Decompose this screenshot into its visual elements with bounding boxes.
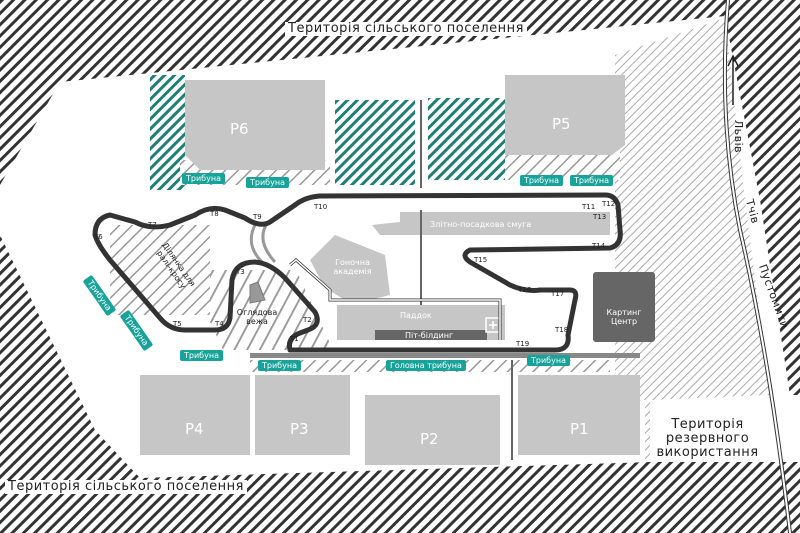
parking-p2	[365, 395, 500, 465]
parking-p3-label: P3	[290, 420, 309, 438]
turn-label: T15	[474, 256, 488, 264]
pit-building	[375, 330, 487, 340]
reserve-hatch	[615, 18, 770, 460]
turn-label: T13	[593, 213, 607, 221]
parking-p5-label: P5	[552, 115, 571, 133]
road-label-lviv: Львів	[732, 119, 746, 154]
parking-p5	[505, 75, 625, 155]
green-zone	[428, 98, 513, 180]
territory-reserve-label: Територія резервного використання	[652, 418, 763, 460]
racing-academy	[310, 235, 390, 300]
territory-top-label: Територія сільського поселення	[285, 22, 527, 36]
stand-label: Трибуна	[182, 173, 225, 184]
race-track	[92, 192, 623, 353]
turn-label: T1	[290, 335, 299, 343]
parking-p4-label: P4	[185, 420, 204, 438]
karting-center	[593, 272, 655, 342]
stand-label: Трибуна	[527, 355, 570, 366]
turn-label: T16	[518, 286, 532, 294]
stand-label: Трибуна	[258, 360, 301, 371]
turn-label: T19	[516, 340, 530, 348]
parking-p1	[518, 375, 640, 455]
parking-p4	[140, 375, 250, 455]
parking-p2-label: P2	[420, 430, 439, 448]
stand-label: Трибуна	[520, 175, 563, 186]
territory-bottom-label: Територія сільського поселення	[5, 480, 247, 494]
turn-label: T14	[592, 242, 606, 250]
turn-label: T18	[555, 326, 569, 334]
turn-label: T10	[314, 203, 328, 211]
observation-tower	[249, 281, 266, 304]
stand-label: Трибуна	[246, 177, 289, 188]
pit-label: Піт-білдинг	[405, 331, 454, 340]
rally-area	[110, 225, 210, 315]
parking-p6-label: P6	[230, 120, 249, 138]
karting-label: Картинг Центр	[606, 308, 642, 326]
turn-label: T2	[303, 316, 312, 324]
turn-label: T5	[173, 320, 182, 328]
turn-label: T7	[148, 221, 157, 229]
turn-label: T3	[236, 268, 245, 276]
turn-label: T12	[602, 200, 616, 208]
turn-label: T17	[551, 290, 565, 298]
turn-label: T6	[94, 233, 103, 241]
stand-label: Трибуна	[180, 350, 223, 361]
turn-label: T9	[253, 213, 262, 221]
tower-label: Оглядова вежа	[236, 308, 278, 326]
parking-p6	[185, 80, 325, 170]
academy-label: Гоночна академія	[333, 258, 372, 276]
main-stand-label: Головна трибуна	[386, 360, 466, 371]
turn-label: T11	[582, 203, 596, 211]
turn-label: T4	[215, 320, 224, 328]
paddock-label: Паддок	[400, 311, 432, 320]
stand-label: Трибуна	[570, 175, 613, 186]
parking-p3	[255, 375, 350, 455]
runway	[372, 212, 610, 235]
runway-label: Злітно-посадкова смуга	[430, 220, 532, 229]
green-zone	[335, 100, 415, 185]
green-zone	[150, 75, 185, 190]
arrow-icon	[727, 54, 739, 105]
turn-label: T8	[210, 210, 219, 218]
parking-p1-label: P1	[570, 420, 589, 438]
